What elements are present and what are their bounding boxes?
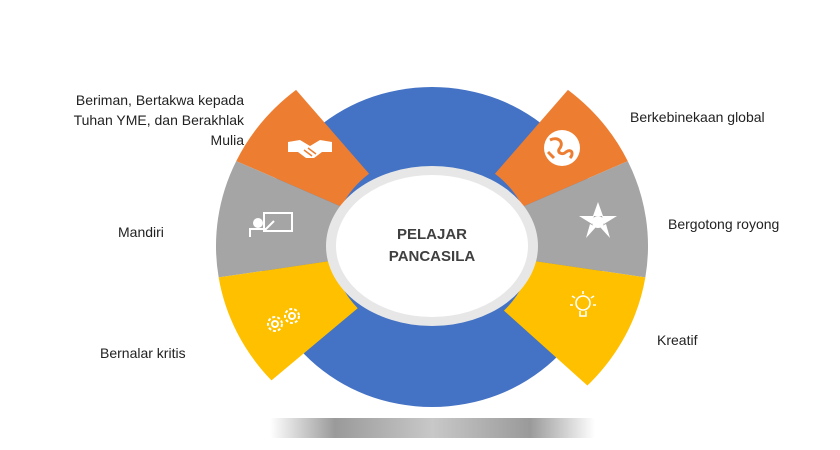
label-line: Kreatif: [657, 332, 698, 348]
center-title: PELAJAR PANCASILA: [372, 224, 492, 268]
base-shadow: [270, 418, 595, 438]
label-berkebinekaan-global: Berkebinekaan global: [630, 107, 765, 127]
globe-icon: [544, 130, 580, 166]
label-line: Mulia: [210, 132, 244, 148]
label-line: Bernalar kritis: [100, 345, 186, 361]
lightbulb-icon: [570, 291, 596, 317]
teamwork-icon: [579, 202, 617, 238]
label-line: Beriman, Bertakwa kepada: [75, 92, 244, 108]
label-mandiri: Mandiri: [118, 222, 164, 242]
label-bernalar-kritis: Bernalar kritis: [100, 343, 186, 363]
wedge-mandiri: [216, 161, 342, 278]
wedge-kreatif: [503, 260, 646, 386]
handshake-icon: [288, 140, 332, 158]
label-kreatif: Kreatif: [657, 330, 697, 350]
center-title-line1: PELAJAR: [396, 226, 467, 243]
presentation-board-icon: [249, 212, 293, 237]
label-line: Berkebinekaan global: [630, 109, 765, 125]
label-bergotong-royong: Bergotong royong: [668, 214, 779, 234]
label-line: Mandiri: [118, 224, 164, 240]
wedge-bernalar-kritis: [218, 260, 358, 381]
label-line: Tuhan YME, dan Berakhlak: [73, 112, 244, 128]
label-line: Bergotong royong: [668, 216, 780, 232]
inner-circle: [336, 175, 528, 317]
center-title-line2: PANCASILA: [388, 248, 476, 265]
gears-icon: [267, 308, 300, 332]
label-beriman: Beriman, Bertakwa kepada Tuhan YME, dan …: [74, 90, 244, 150]
